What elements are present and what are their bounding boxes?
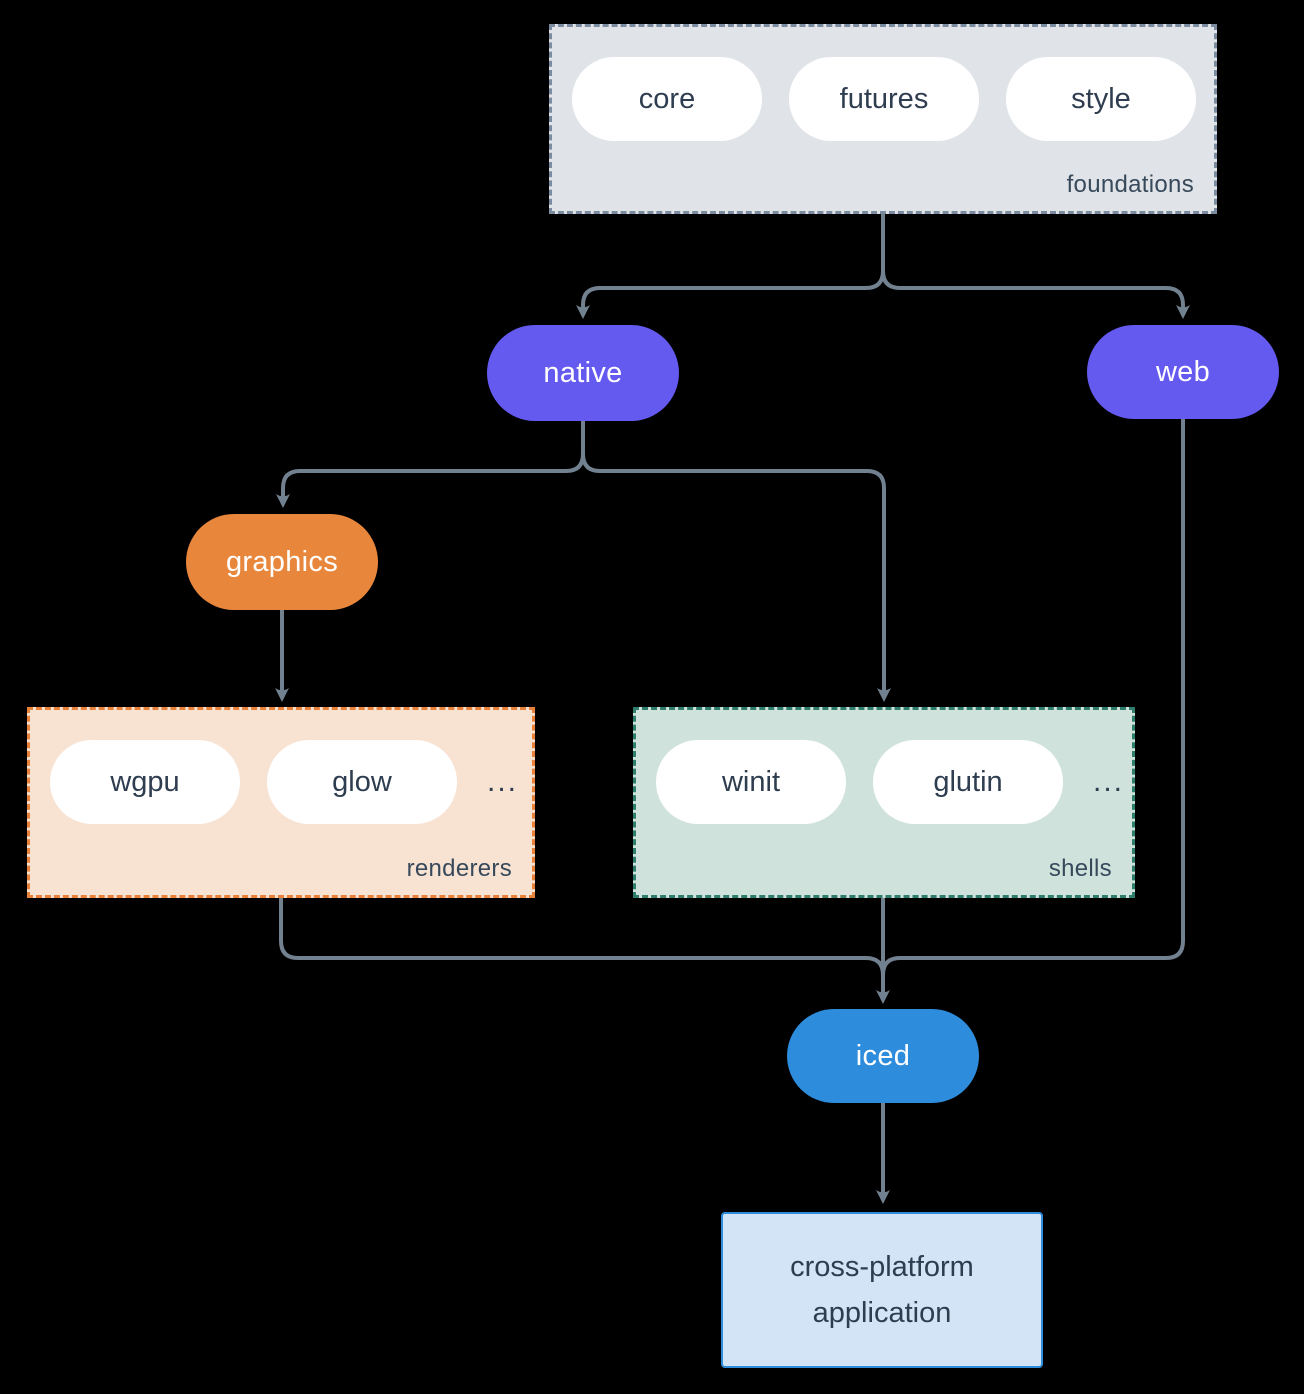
pill-wgpu: wgpu xyxy=(50,740,240,824)
foundations-pill-row: core futures style xyxy=(572,57,1196,141)
graphics-node: graphics xyxy=(186,514,378,610)
renderers-label: renderers xyxy=(406,855,512,882)
pill-winit: winit xyxy=(656,740,846,824)
application-label-line1: cross-platform xyxy=(790,1251,974,1283)
renderers-ellipsis: ... xyxy=(487,765,519,798)
shells-ellipsis: ... xyxy=(1093,765,1125,798)
foundations-label: foundations xyxy=(1066,171,1194,198)
shells-pill-row: winit glutin ... xyxy=(656,740,1124,824)
edge-foundations-native xyxy=(576,213,885,319)
edge-native-graphics xyxy=(276,421,585,508)
edge-foundations-web xyxy=(881,213,1190,319)
pill-glow: glow xyxy=(267,740,457,824)
iced-node: iced xyxy=(787,1009,979,1103)
application-node: cross-platform application xyxy=(721,1212,1043,1368)
shells-group: winit glutin ... shells xyxy=(633,707,1135,898)
application-label-line2: application xyxy=(812,1297,952,1329)
pill-glutin: glutin xyxy=(873,740,1063,824)
pill-style: style xyxy=(1006,57,1196,141)
renderers-group: wgpu glow ... renderers xyxy=(27,707,535,898)
renderers-pill-row: wgpu glow ... xyxy=(50,740,518,824)
edge-native-shells xyxy=(581,421,891,702)
shells-label: shells xyxy=(1048,855,1112,882)
pill-core: core xyxy=(572,57,762,141)
pill-futures: futures xyxy=(789,57,979,141)
native-node: native xyxy=(487,325,679,421)
web-node: web xyxy=(1087,325,1279,419)
edge-renderers-merge xyxy=(279,898,885,980)
foundations-group: core futures style foundations xyxy=(549,24,1217,214)
